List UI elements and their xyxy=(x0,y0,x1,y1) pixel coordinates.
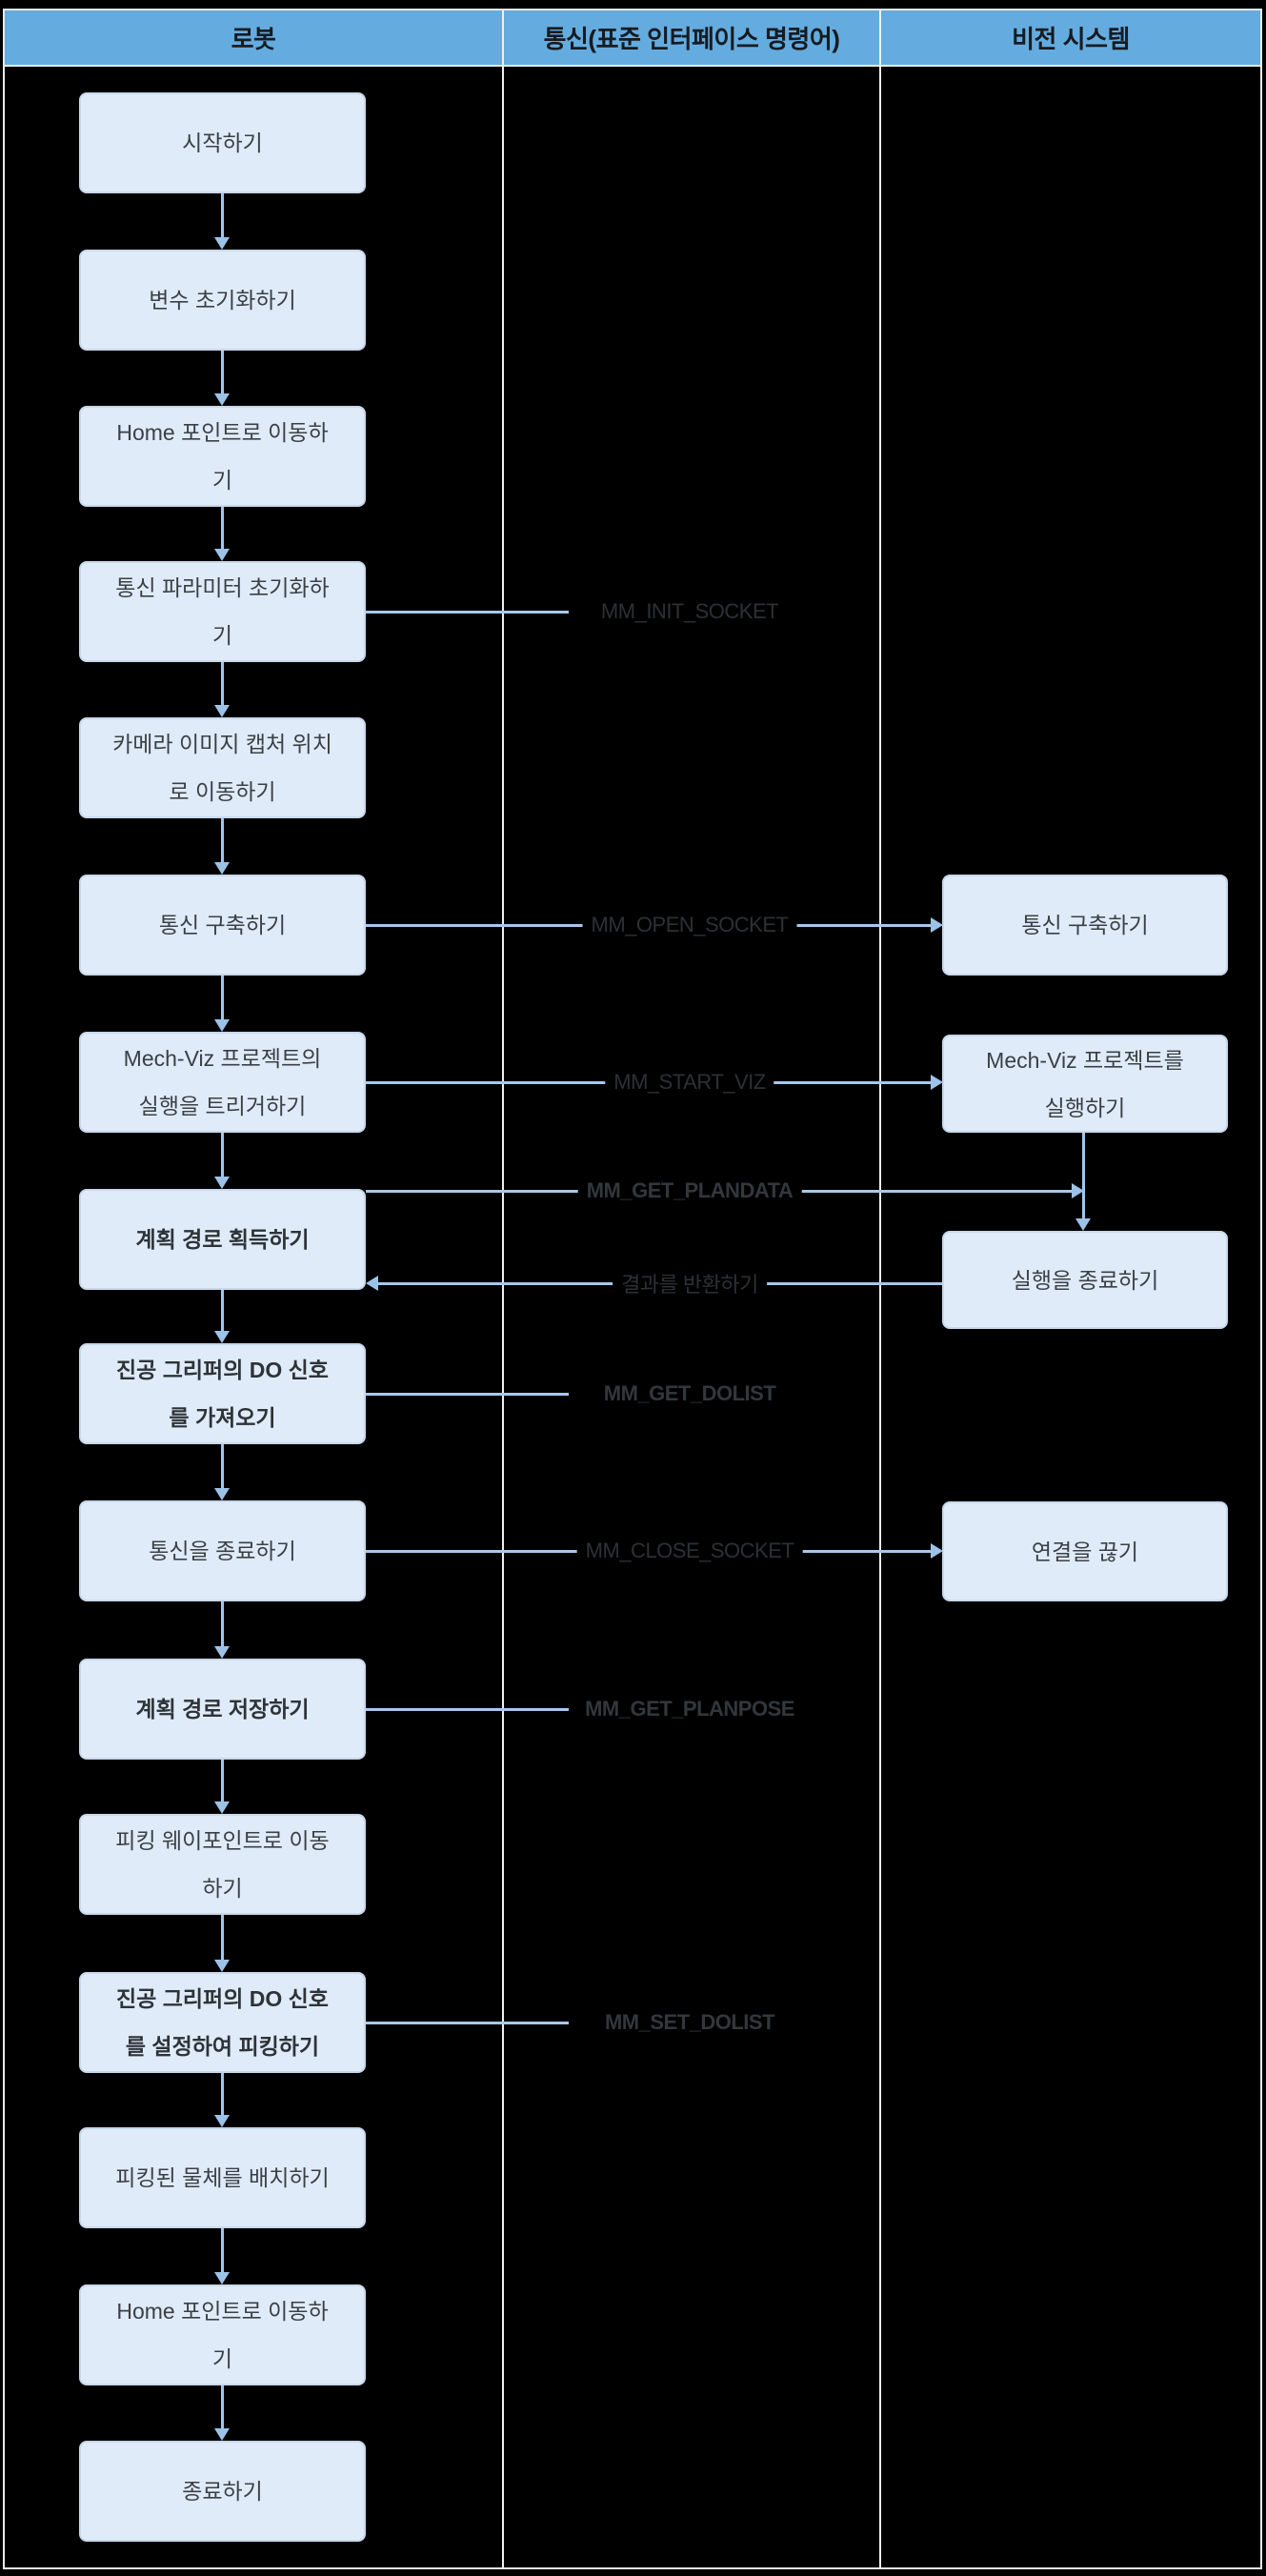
flow-node-vision: 통신 구축하기 xyxy=(942,875,1228,976)
flow-node-robot: 종료하기 xyxy=(79,2441,366,2542)
header-cell-vision: 비전 시스템 xyxy=(1012,25,1130,53)
arrow-head-down xyxy=(214,1801,230,1814)
arrow-head-down xyxy=(214,1019,230,1032)
arrow-head-down xyxy=(214,2428,230,2441)
flow-arrow-down xyxy=(221,507,224,549)
command-line xyxy=(366,1708,569,1711)
flow-arrow-down xyxy=(221,193,224,237)
arrow-head-down xyxy=(1075,1218,1091,1231)
flow-node-robot: 시작하기 xyxy=(79,92,366,193)
column-divider-left xyxy=(502,10,504,2567)
flow-arrow-down xyxy=(221,1760,224,1801)
flow-arrow-down xyxy=(221,1444,224,1488)
command-label: MM_GET_PLANDATA xyxy=(577,1177,802,1205)
command-label: MM_GET_DOLIST xyxy=(594,1379,785,1408)
arrow-head-down xyxy=(214,1177,230,1189)
command-label: MM_CLOSE_SOCKET xyxy=(576,1537,803,1565)
arrow-head-down xyxy=(214,393,230,406)
command-label: 결과를 반환하기 xyxy=(613,1266,767,1300)
flow-arrow-down xyxy=(221,662,224,705)
flow-arrow-down xyxy=(221,351,224,393)
arrow-head-down xyxy=(214,549,230,561)
flow-arrow-down xyxy=(221,818,224,862)
command-label: MM_INIT_SOCKET xyxy=(592,597,788,626)
arrow-head-right xyxy=(1072,1183,1084,1198)
command-label: MM_OPEN_SOCKET xyxy=(582,911,797,939)
arrow-head-down xyxy=(214,2272,230,2284)
flow-node-robot: 피킹된 물체를 배치하기 xyxy=(79,2127,366,2228)
command-line xyxy=(366,1393,569,1396)
flow-arrow-down xyxy=(221,1290,224,1331)
flow-arrow-down-vision xyxy=(1082,1133,1085,1218)
flow-node-vision: 연결을 끊기 xyxy=(942,1501,1228,1601)
command-label: MM_START_VIZ xyxy=(605,1068,774,1097)
arrow-head-right xyxy=(931,1075,943,1090)
arrow-head-down xyxy=(214,1488,230,1500)
arrow-head-down xyxy=(214,2115,230,2127)
flow-node-robot: 통신을 종료하기 xyxy=(79,1500,366,1601)
flow-arrow-down xyxy=(221,2073,224,2115)
header-band xyxy=(5,10,1260,65)
command-line xyxy=(366,2022,569,2024)
flow-node-robot: 계획 경로 획득하기 xyxy=(79,1189,366,1290)
arrow-head-down xyxy=(214,862,230,875)
command-line xyxy=(366,611,569,614)
flow-arrow-down xyxy=(221,2385,224,2428)
header-cell-robot: 로봇 xyxy=(231,25,276,53)
arrow-head-down xyxy=(214,705,230,717)
flow-node-vision: 실행을 종료하기 xyxy=(942,1231,1228,1329)
arrow-head-down xyxy=(214,1960,230,1972)
header-cell-communication: 통신(표준 인터페이스 명령어) xyxy=(543,25,840,53)
arrow-head-down xyxy=(214,1646,230,1659)
arrow-head-down xyxy=(214,237,230,250)
flow-arrow-down xyxy=(221,2228,224,2272)
arrow-head-right xyxy=(931,1543,943,1559)
header-underline xyxy=(3,65,1262,67)
command-label: MM_GET_PLANPOSE xyxy=(576,1695,803,1723)
arrow-head-down xyxy=(214,1331,230,1343)
flow-arrow-down xyxy=(221,1601,224,1646)
arrow-head-right xyxy=(931,917,943,933)
flow-arrow-down xyxy=(221,976,224,1019)
flow-node-robot: 통신 구축하기 xyxy=(79,875,366,976)
flow-node-robot: 계획 경로 저장하기 xyxy=(79,1659,366,1760)
flow-arrow-down xyxy=(221,1133,224,1177)
column-divider-right xyxy=(879,10,881,2567)
flow-arrow-down xyxy=(221,1915,224,1960)
arrow-head-left xyxy=(366,1276,378,1291)
flow-node-robot: 변수 초기화하기 xyxy=(79,250,366,351)
command-label: MM_SET_DOLIST xyxy=(595,2008,784,2037)
